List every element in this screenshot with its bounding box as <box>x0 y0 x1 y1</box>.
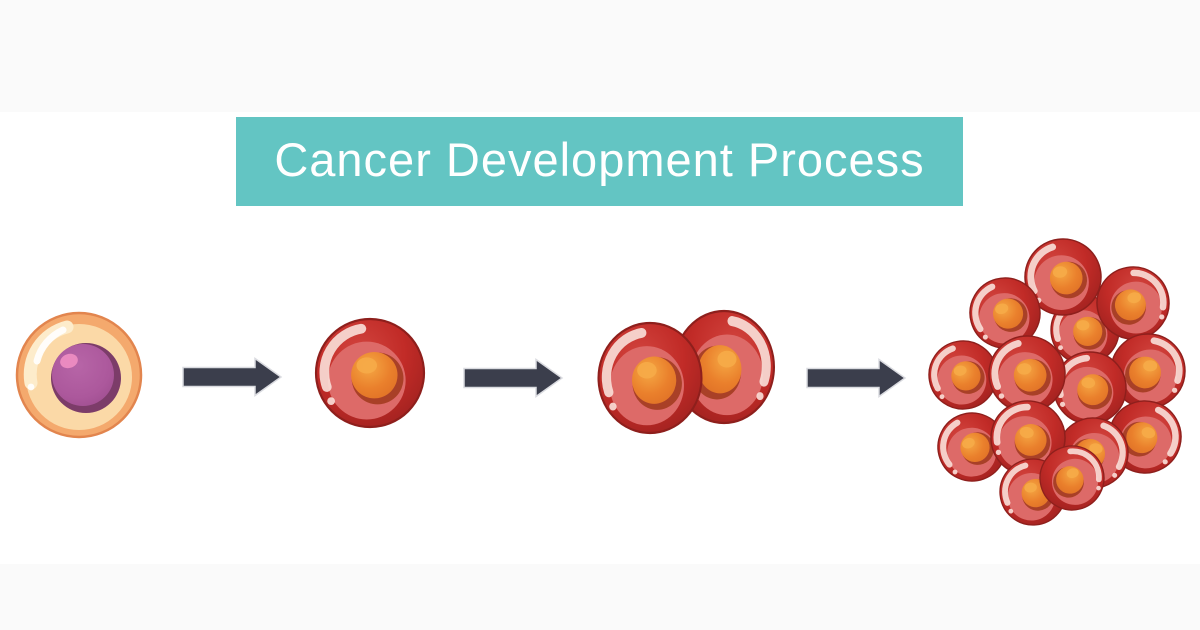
normal-cell-illustration <box>15 311 143 439</box>
background-band-top <box>0 0 1200 112</box>
single-cancer-cell-illustration <box>316 319 424 427</box>
arrow-right-icon <box>463 358 563 398</box>
arrow-right-icon <box>182 357 282 397</box>
title-banner: Cancer Development Process <box>236 117 963 206</box>
dividing-cancer-cells-illustration <box>599 311 775 433</box>
page-title: Cancer Development Process <box>274 133 925 186</box>
background-band-bottom <box>0 564 1200 630</box>
arrow-right-icon <box>806 358 906 398</box>
tumor-cell-cluster-illustration <box>924 234 1189 528</box>
